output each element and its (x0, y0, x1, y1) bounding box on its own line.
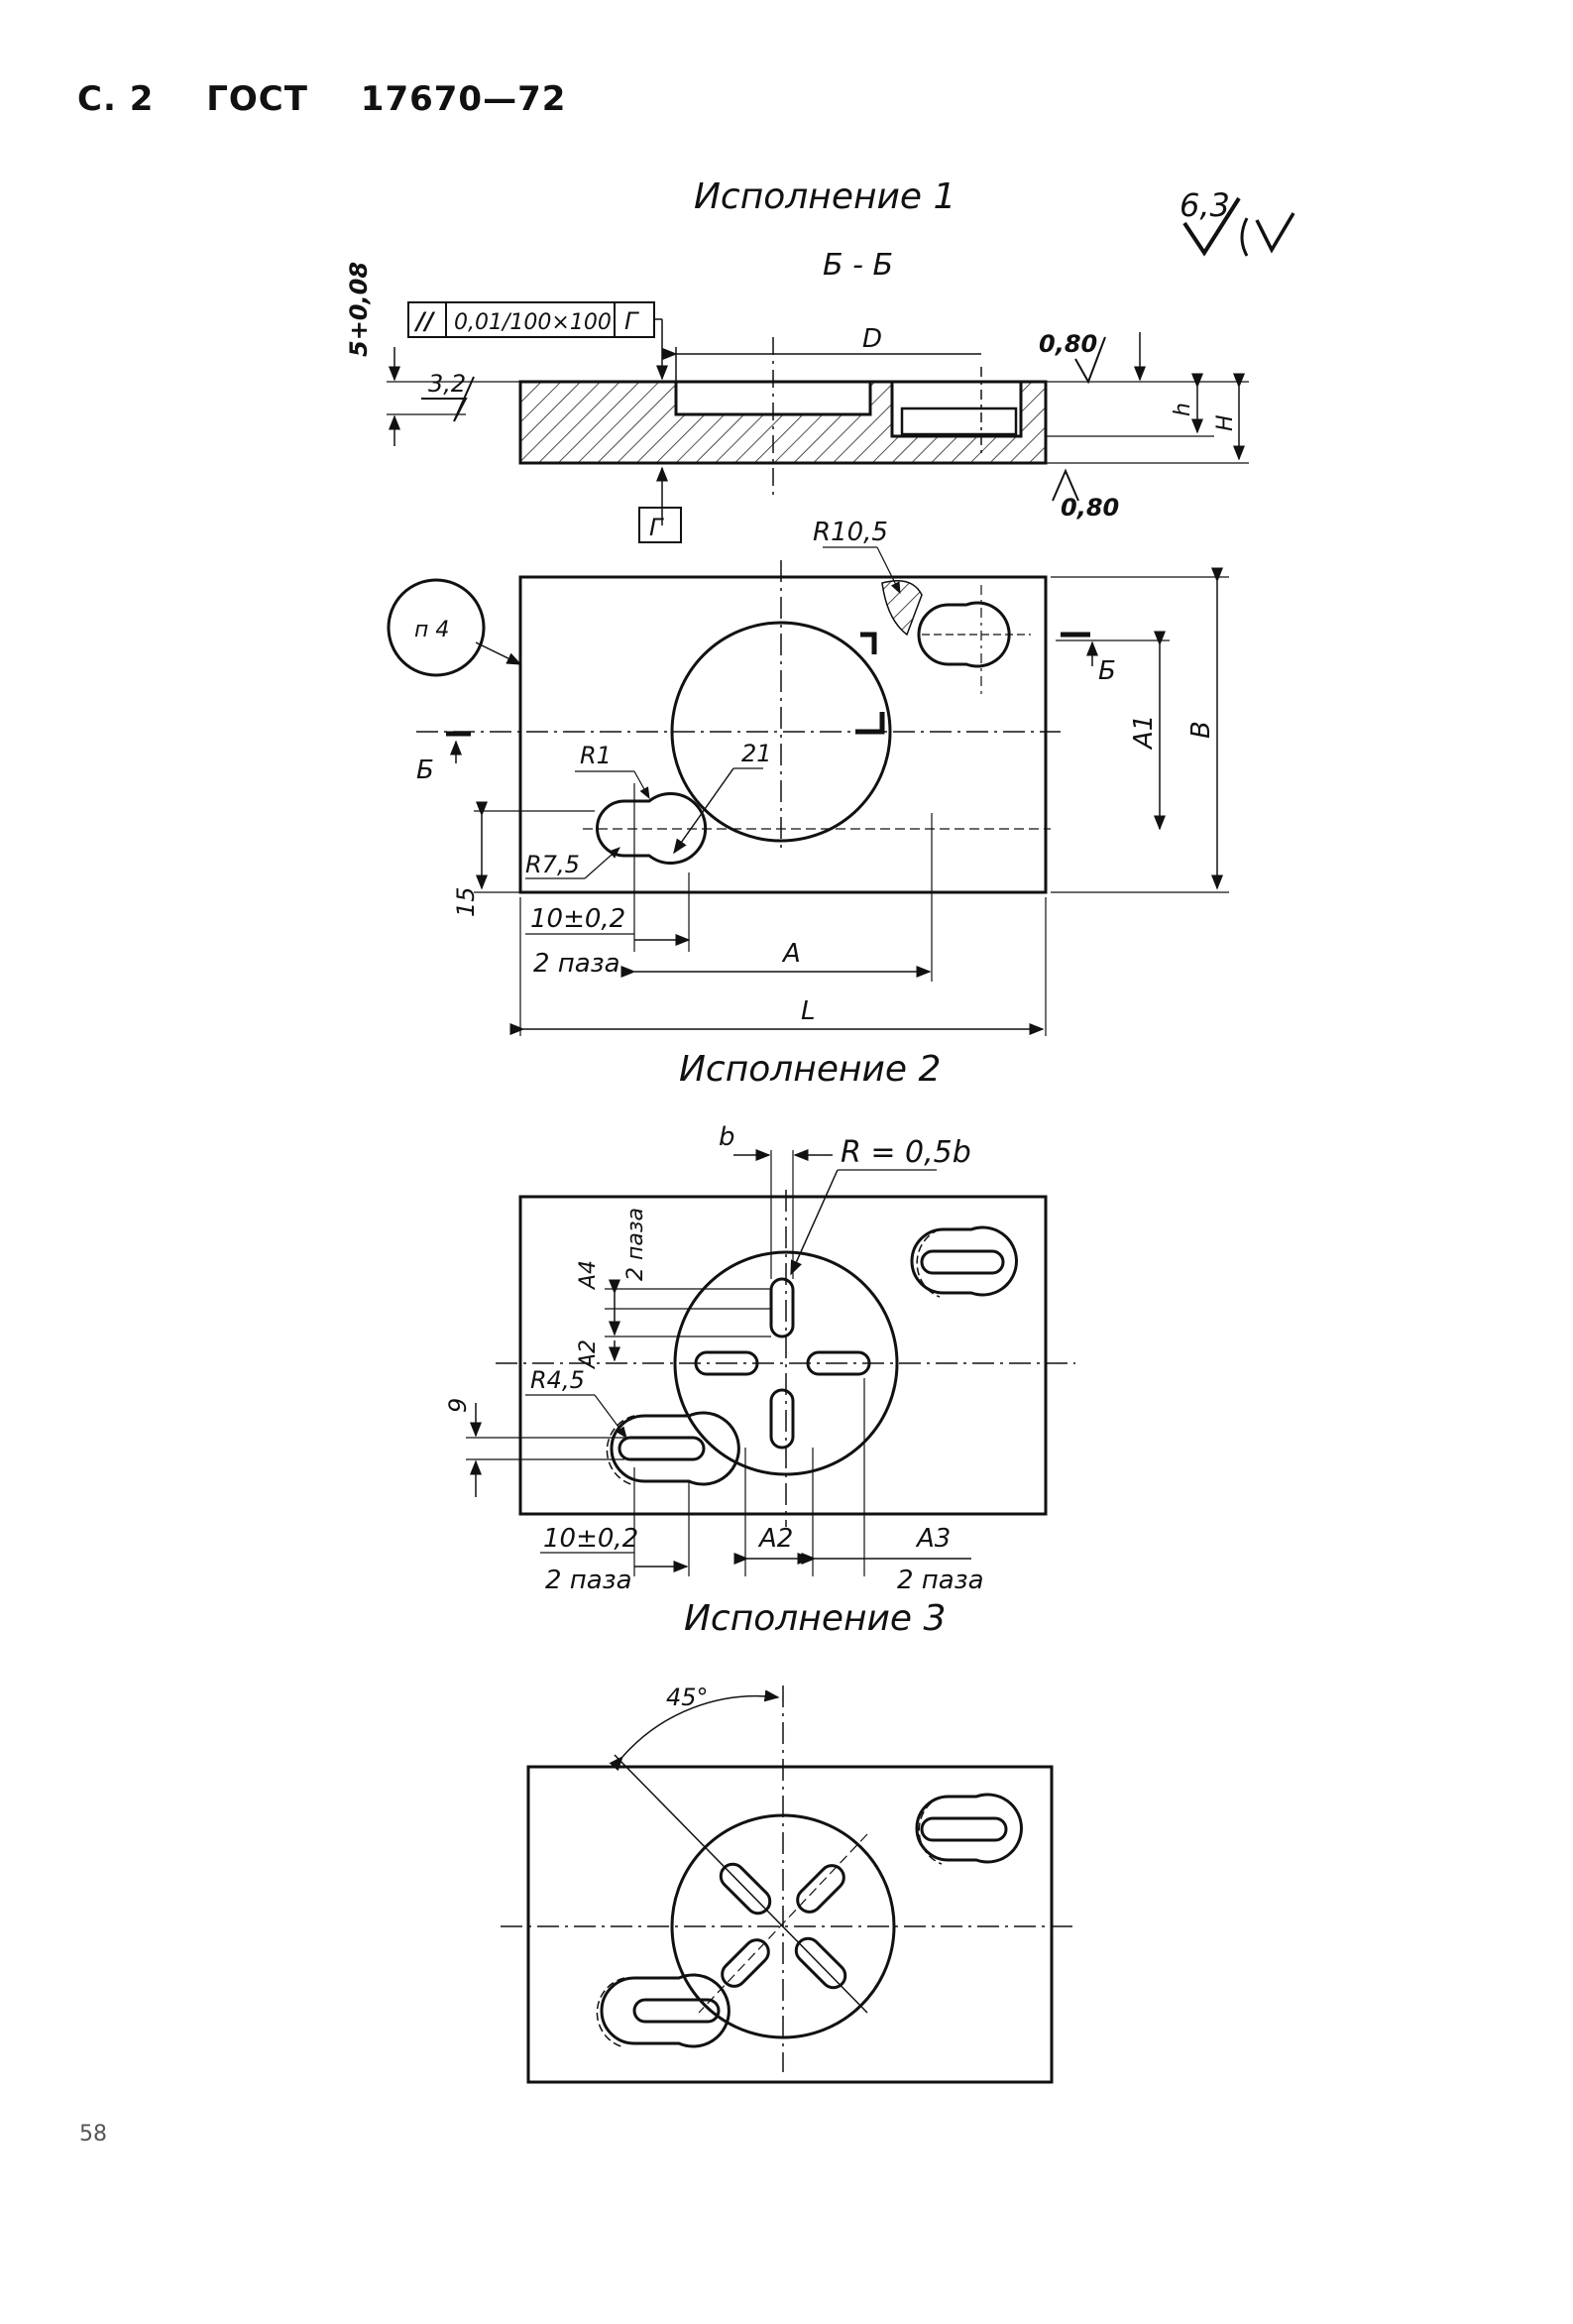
dim-slots-1: 2 паза (533, 949, 620, 979)
angle-45: 45° (666, 1684, 709, 1711)
datum-g: Г (649, 514, 664, 541)
dim-B: B (1186, 721, 1216, 739)
roughness-general-mark: 6,3 (1180, 186, 1295, 257)
dim-A: A (781, 939, 801, 969)
variant3-title: Исполнение 3 (684, 1598, 947, 1639)
page-header: С. 2 ГОСТ 17670—72 (77, 79, 606, 119)
page-number: 58 (79, 2122, 107, 2147)
dim-A4: A4 (576, 1260, 601, 1291)
dim-R7_5: R7,5 (525, 851, 580, 878)
section-label: Б - Б (823, 248, 894, 283)
variant2-title: Исполнение 2 (679, 1049, 942, 1090)
dim-depth: 5+0,08 (345, 262, 373, 357)
dim-slots-3: 2 паза (897, 1566, 984, 1595)
rough-left: 3,2 (428, 370, 466, 398)
standard-number: 17670—72 (360, 79, 567, 119)
page-label: С. 2 (77, 79, 155, 119)
rough-bottom: 0,80 (1061, 494, 1119, 522)
dim-D: D (862, 324, 882, 354)
dim-9: 9 (444, 1398, 472, 1413)
standard-label: ГОСТ (206, 79, 308, 119)
tolerance-value: 0,01/100×100 (454, 310, 612, 335)
dim-slots-2: 2 паза (545, 1566, 632, 1595)
dim-b: b (719, 1122, 735, 1152)
plan-view-1: R10,5 Б Б A1 B п 4 R1 21 R7,5 (387, 518, 1229, 1036)
dim-15: 15 (452, 886, 480, 917)
dim-h: h (1171, 403, 1195, 416)
section-view: D // 0,01/100×100 Г 5+0,08 3,2 0,80 h H … (345, 262, 1249, 543)
rough-top: 0,80 (1039, 330, 1097, 358)
dim-A1: A1 (1129, 715, 1159, 751)
dim-pos-1: 10±0,2 (530, 904, 625, 934)
dim-H: H (1213, 414, 1238, 431)
plan-view-3: 45° (501, 1684, 1075, 2084)
dim-R10_5: R10,5 (813, 518, 888, 547)
roughness-general-value: 6,3 (1180, 186, 1230, 224)
variant1-title: Исполнение 1 (694, 176, 956, 217)
dim-21: 21 (741, 740, 772, 767)
dim-A3: A3 (915, 1524, 951, 1554)
plan-view-2: b R = 0,5b A4 2 паза A2 R4,5 9 10±0,2 (444, 1122, 1075, 1595)
section-mark-left: Б (416, 755, 434, 785)
dim-A2: A2 (757, 1524, 793, 1554)
tolerance-symbol: // (413, 307, 436, 335)
dim-L: L (801, 996, 816, 1026)
dim-R4_5: R4,5 (530, 1366, 585, 1394)
dim-R1: R1 (580, 742, 612, 769)
dim-A2-side: A2 (576, 1339, 601, 1370)
section-mark-right: Б (1098, 656, 1116, 686)
dim-R05b: R = 0,5b (841, 1135, 971, 1170)
mark-label: п 4 (414, 618, 449, 642)
dim-slots-2v: 2 паза (623, 1208, 648, 1281)
tolerance-datum: Г (624, 307, 639, 335)
dim-pos-2: 10±0,2 (543, 1524, 638, 1554)
